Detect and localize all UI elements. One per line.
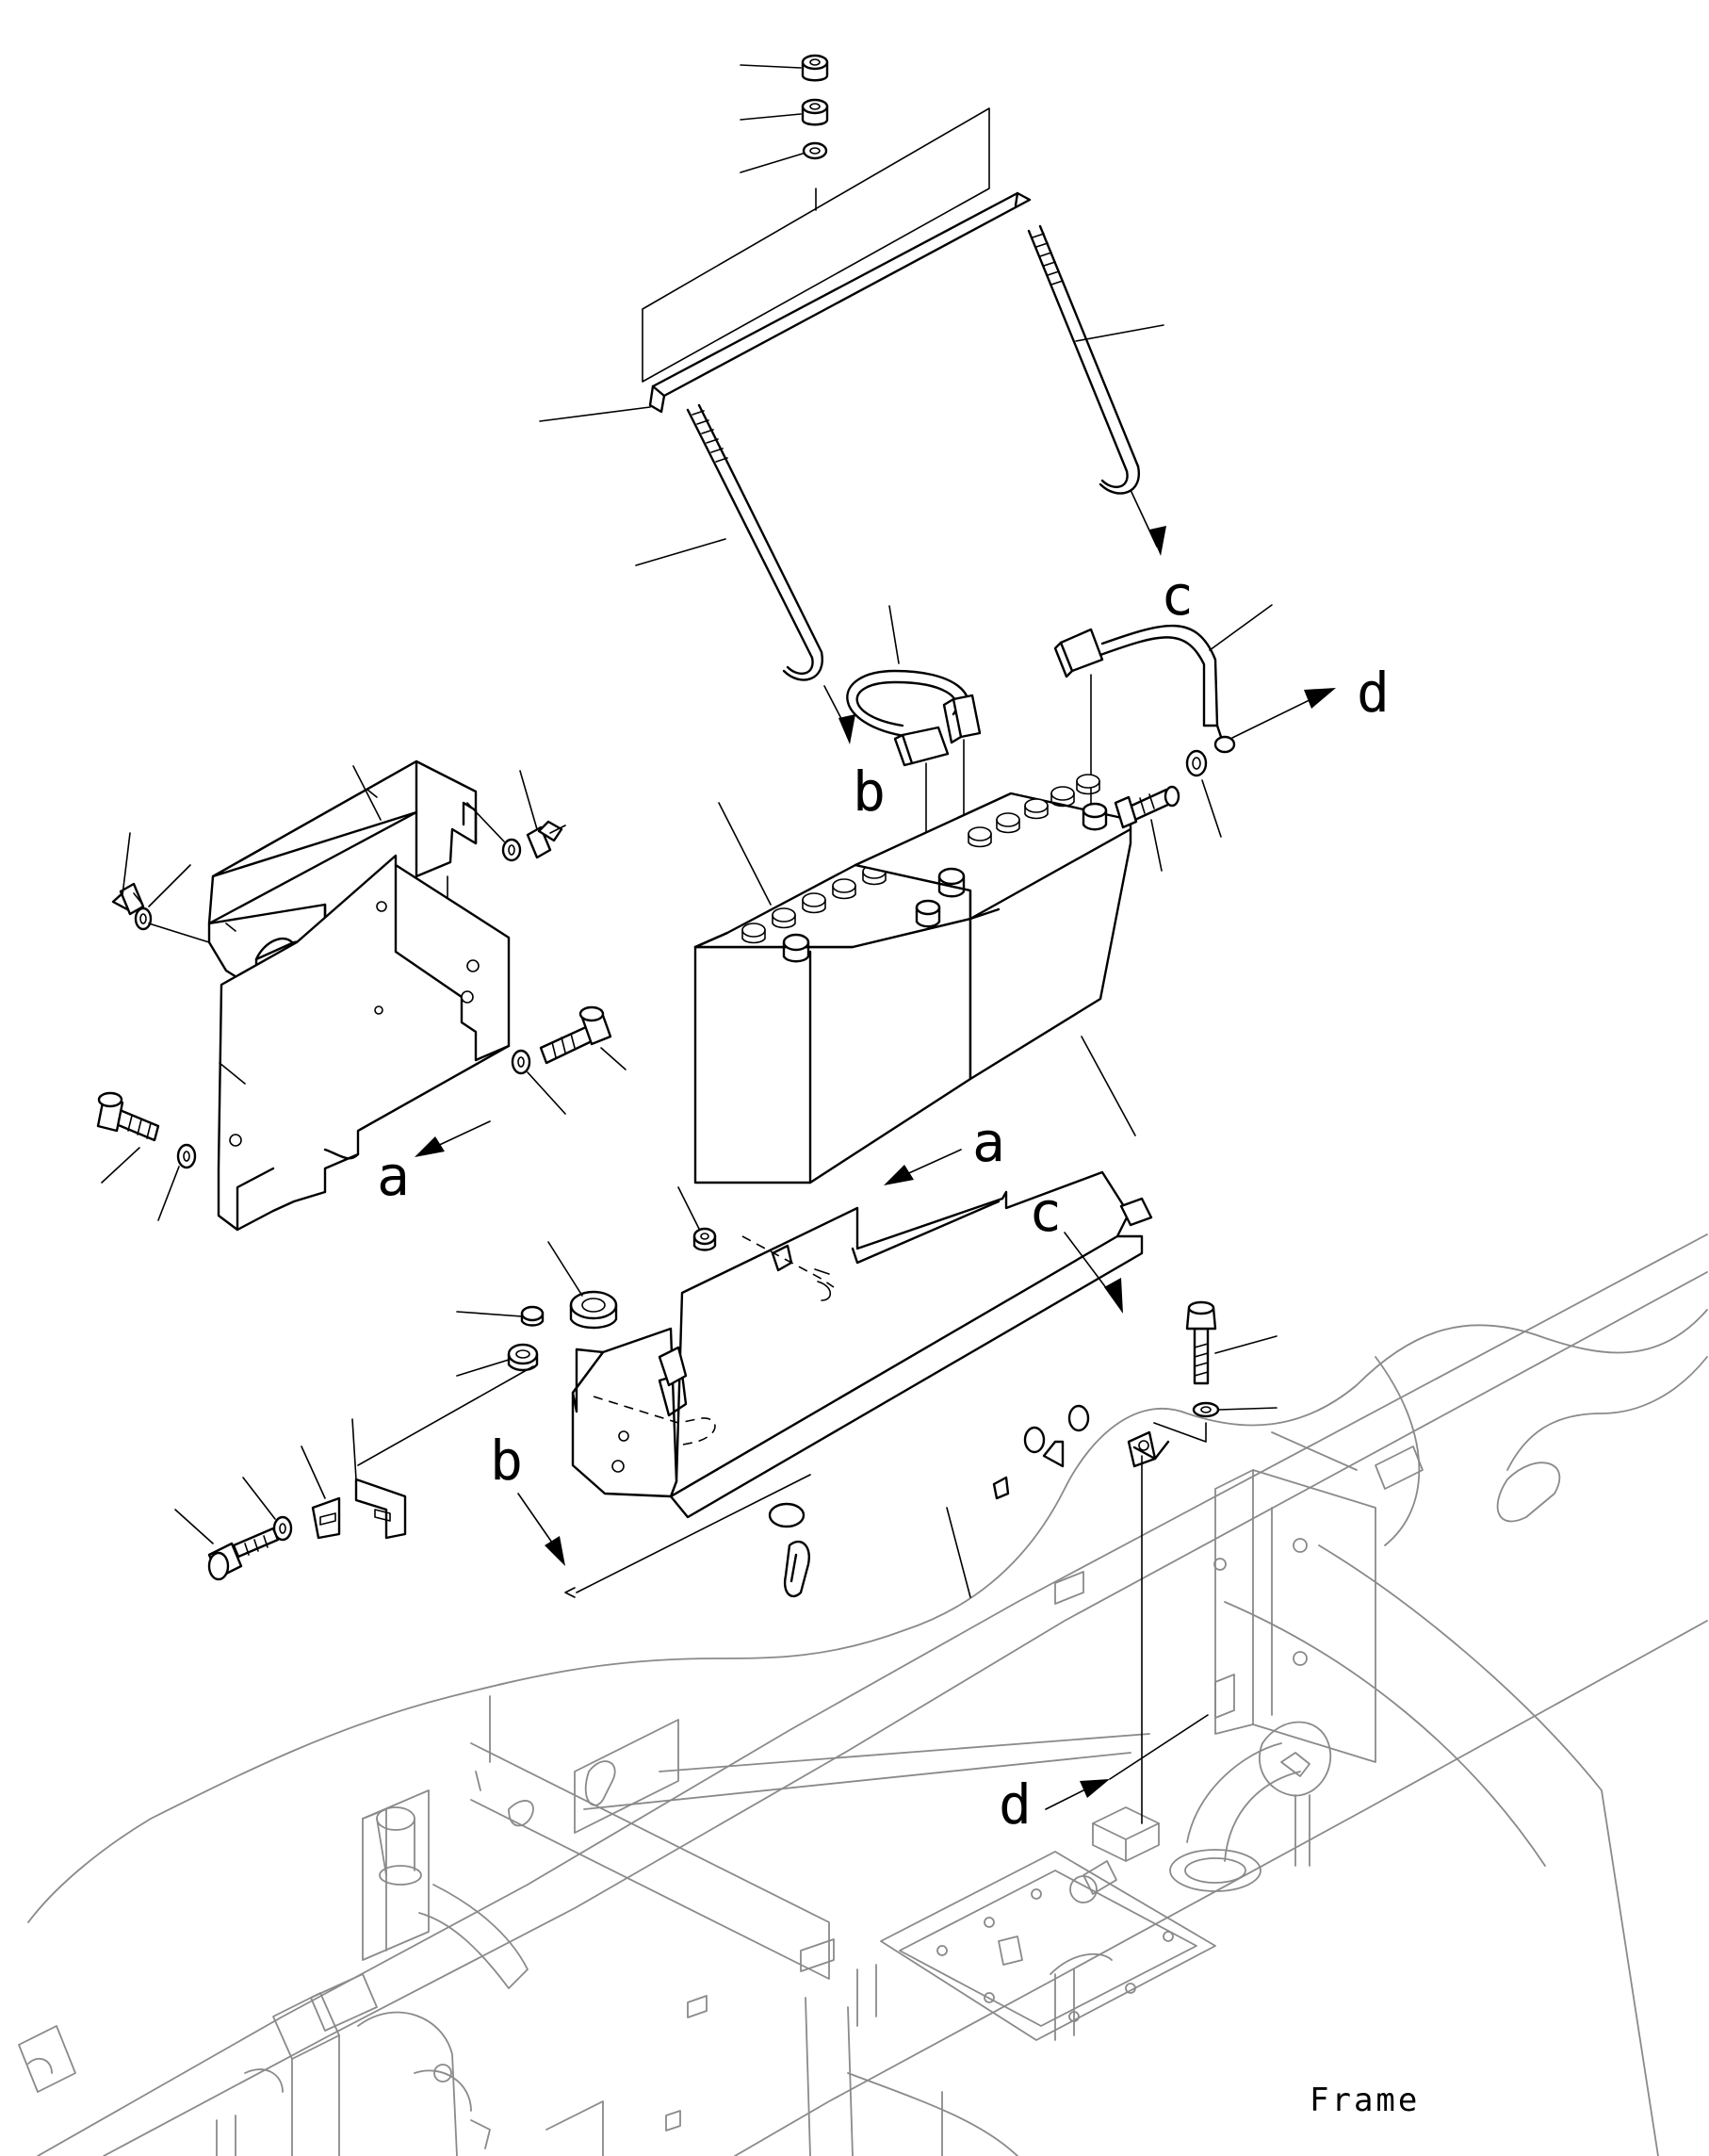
view-label-b-lower: b bbox=[490, 1429, 523, 1493]
arrow-a-upper bbox=[884, 1149, 962, 1185]
washer-left bbox=[134, 864, 210, 943]
view-label-c-lower: c bbox=[1029, 1180, 1062, 1244]
bracket-washer-right bbox=[1185, 749, 1222, 838]
tray-nut-upper bbox=[677, 1186, 717, 1251]
bracket-washer-left bbox=[157, 1143, 197, 1221]
stay-plate-small bbox=[301, 1446, 341, 1540]
view-label-d-lower: d bbox=[999, 1772, 1032, 1837]
terminal-cover bbox=[207, 760, 486, 991]
leader-bar bbox=[539, 406, 651, 422]
bracket-bolt-right bbox=[1114, 785, 1180, 872]
terminal-bracket bbox=[217, 854, 511, 1232]
bracket-washer-upper bbox=[511, 1049, 566, 1115]
top-nut-2 bbox=[740, 98, 829, 126]
top-washer bbox=[740, 141, 828, 173]
view-label-d-upper: d bbox=[1357, 661, 1390, 725]
view-label-b-upper: b bbox=[853, 760, 886, 824]
arrow-d-upper bbox=[1231, 688, 1336, 739]
battery-right bbox=[854, 774, 1136, 1136]
battery-tray bbox=[571, 1170, 1170, 1598]
frame-caption: Frame bbox=[1310, 2082, 1420, 2119]
top-nut-1 bbox=[740, 54, 829, 82]
tray-mount-bolt bbox=[1185, 1300, 1278, 1385]
j-bolt-left bbox=[635, 403, 824, 681]
arrow-c-upper bbox=[1130, 489, 1166, 556]
stay-bolt bbox=[174, 1509, 280, 1581]
wing-nut-left bbox=[111, 832, 145, 916]
washer-right-cover bbox=[466, 802, 522, 862]
arrow-d-lower bbox=[1045, 1714, 1209, 1810]
bracket-bolt-upper bbox=[539, 1005, 627, 1070]
tray-bushing bbox=[547, 1241, 618, 1330]
arrow-a-lower bbox=[415, 1120, 491, 1157]
tray-mount-washer bbox=[1153, 1401, 1278, 1443]
j-bolt-right bbox=[1027, 224, 1164, 495]
vehicle-frame bbox=[18, 1233, 1708, 2156]
view-label-c-upper: c bbox=[1161, 564, 1194, 628]
bracket-bolt-left bbox=[96, 1091, 160, 1184]
tray-nut-large bbox=[456, 1343, 539, 1377]
arrow-c-lower bbox=[1064, 1232, 1123, 1314]
hold-down-bar bbox=[642, 107, 1032, 414]
stay-washer bbox=[242, 1477, 293, 1542]
stay-plate-large bbox=[351, 1365, 534, 1540]
tray-nut-small bbox=[456, 1305, 545, 1327]
arrow-b-upper bbox=[823, 685, 855, 744]
wing-nut-right bbox=[519, 770, 566, 859]
battery-positive-cable bbox=[1053, 604, 1273, 819]
view-label-a-lower: a bbox=[377, 1144, 410, 1208]
view-label-a-upper: a bbox=[972, 1110, 1005, 1174]
arrow-b-lower bbox=[517, 1474, 811, 1598]
